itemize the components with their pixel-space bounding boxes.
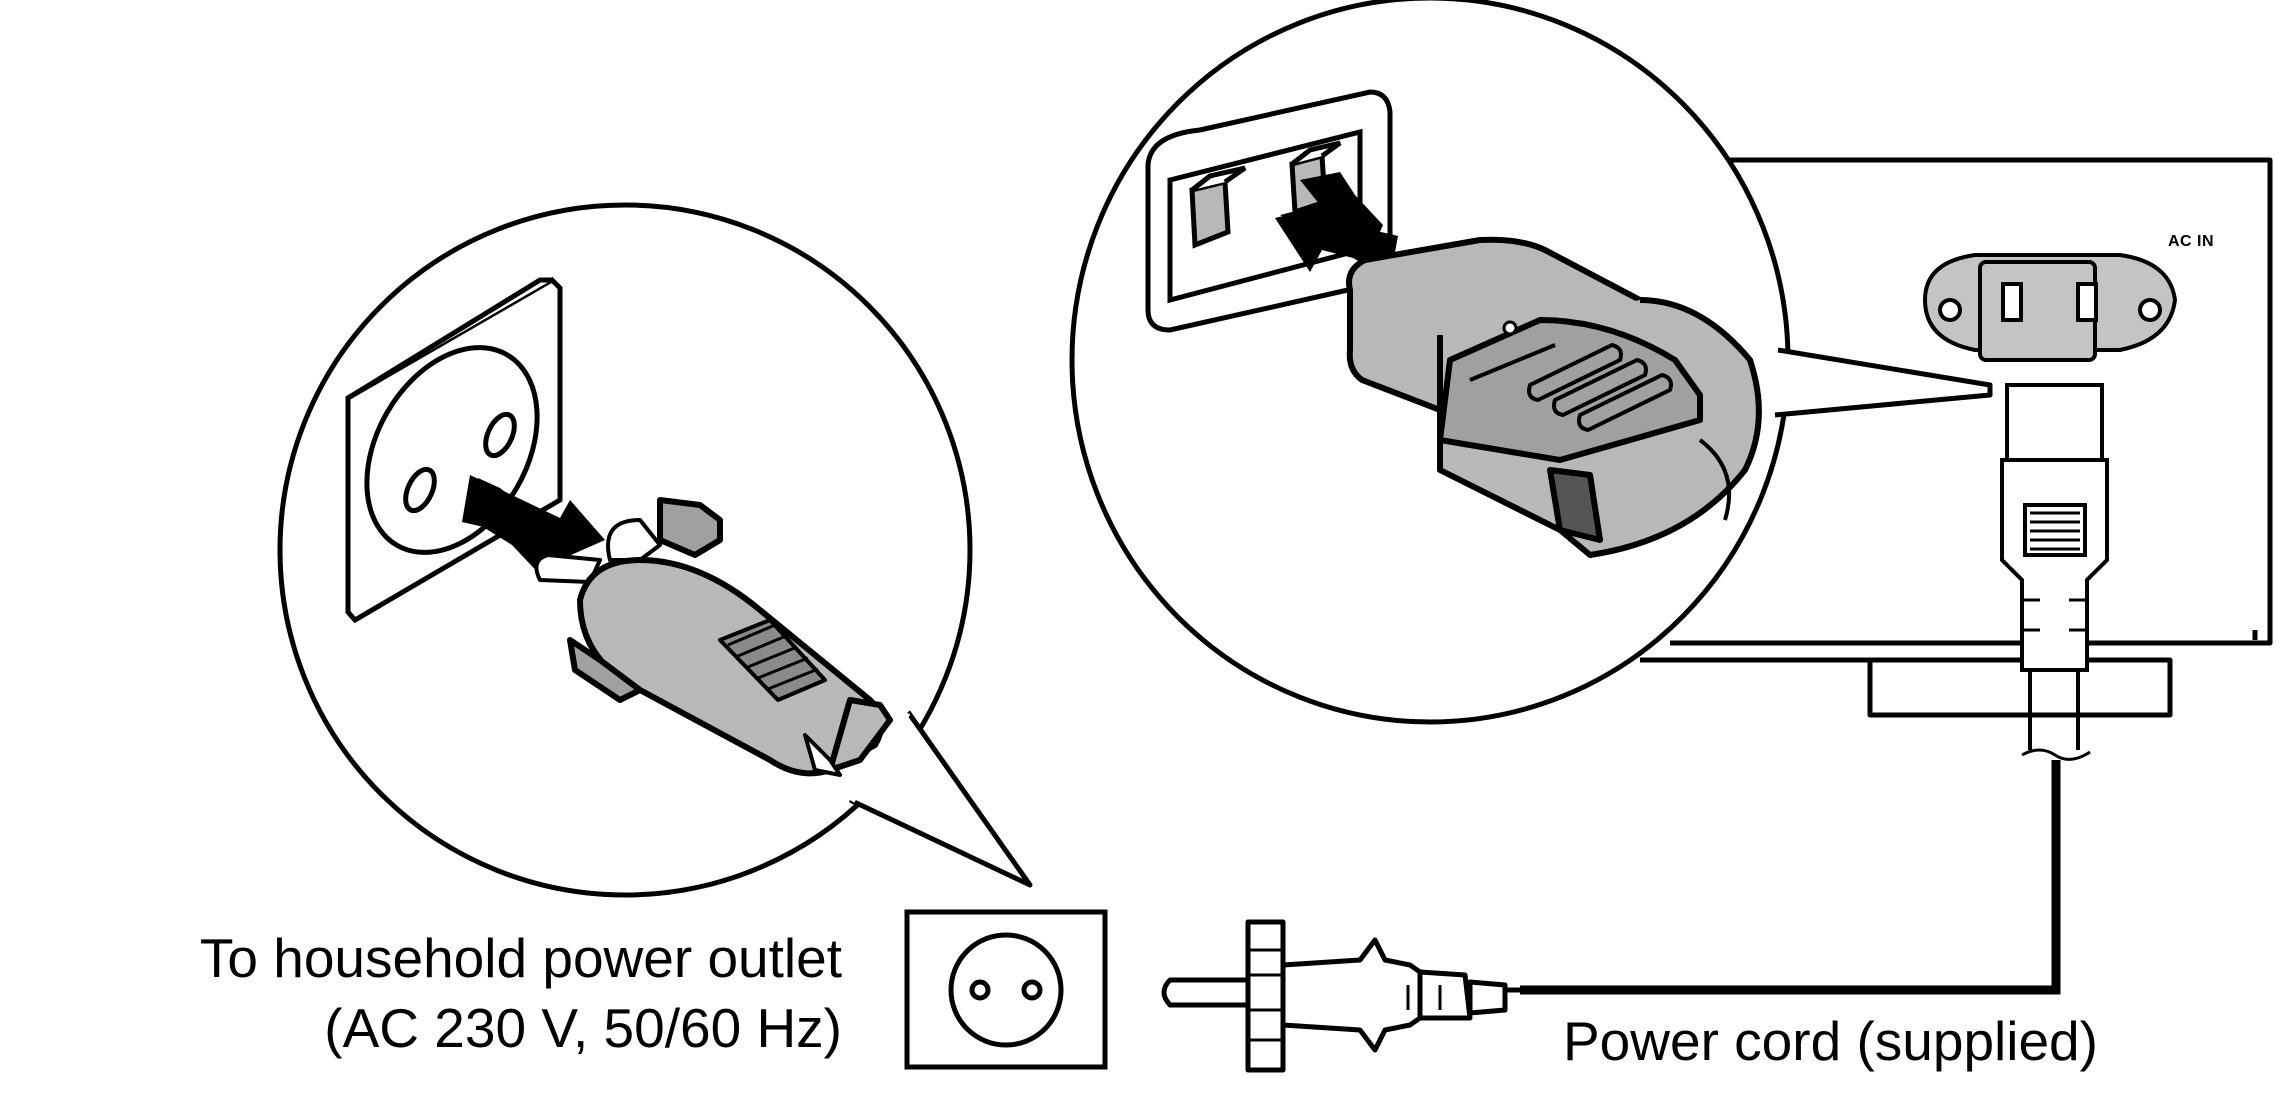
power-cord-label: Power cord (supplied) — [1563, 1010, 2098, 1072]
insert-arrow-icon — [462, 475, 605, 563]
ac-inlet-icon — [1922, 253, 2178, 362]
insert-arrow-icon — [1275, 202, 1398, 272]
magnified-iec-plug — [1346, 236, 1762, 558]
outlet-label-line1: To household power outlet — [199, 927, 842, 989]
magnified-schuko-plug — [534, 497, 893, 777]
inlet-plug-icon — [1520, 383, 2109, 995]
outlet-label-line2: (AC 230 V, 50/60 Hz) — [324, 997, 842, 1059]
magnified-wall-socket — [345, 276, 563, 624]
power-plug-icon — [1161, 919, 1525, 1073]
ac-in-label: AC IN — [2168, 233, 2215, 250]
wall-outlet-icon — [904, 909, 1108, 1070]
